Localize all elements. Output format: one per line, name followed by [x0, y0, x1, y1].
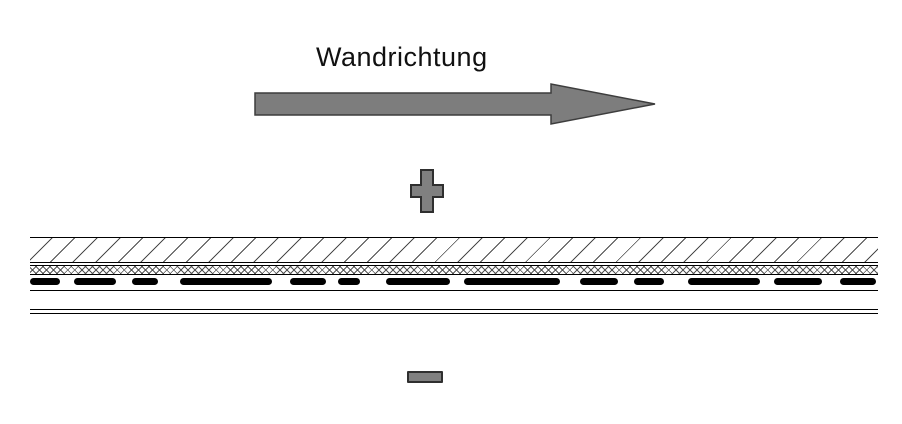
sample-band-dash [580, 278, 618, 285]
sample-band-dash [290, 278, 326, 285]
sample-band-dash [634, 278, 664, 285]
sample-band-dash [74, 278, 116, 285]
plus-icon [410, 169, 444, 213]
sample-band-dash [774, 278, 822, 285]
minus-icon [407, 371, 443, 383]
hatched-layer [30, 237, 878, 263]
sample-band-dash [840, 278, 876, 285]
sample-band-dash [30, 278, 60, 285]
layer-separator-gap [30, 263, 878, 265]
sample-band-row [30, 278, 878, 285]
sample-band-dash [464, 278, 560, 285]
membrane-cross-section [30, 237, 878, 314]
direction-arrow-icon [254, 83, 656, 125]
bottom-double-line [30, 309, 878, 314]
sample-band-dash [180, 278, 272, 285]
direction-label: Wandrichtung [316, 42, 488, 72]
sample-band-dash [132, 278, 158, 285]
crosshatch-layer [30, 265, 878, 275]
sample-band-dash [688, 278, 760, 285]
sample-band-dash [338, 278, 360, 285]
base-line [30, 290, 878, 291]
sample-band-dash [386, 278, 450, 285]
